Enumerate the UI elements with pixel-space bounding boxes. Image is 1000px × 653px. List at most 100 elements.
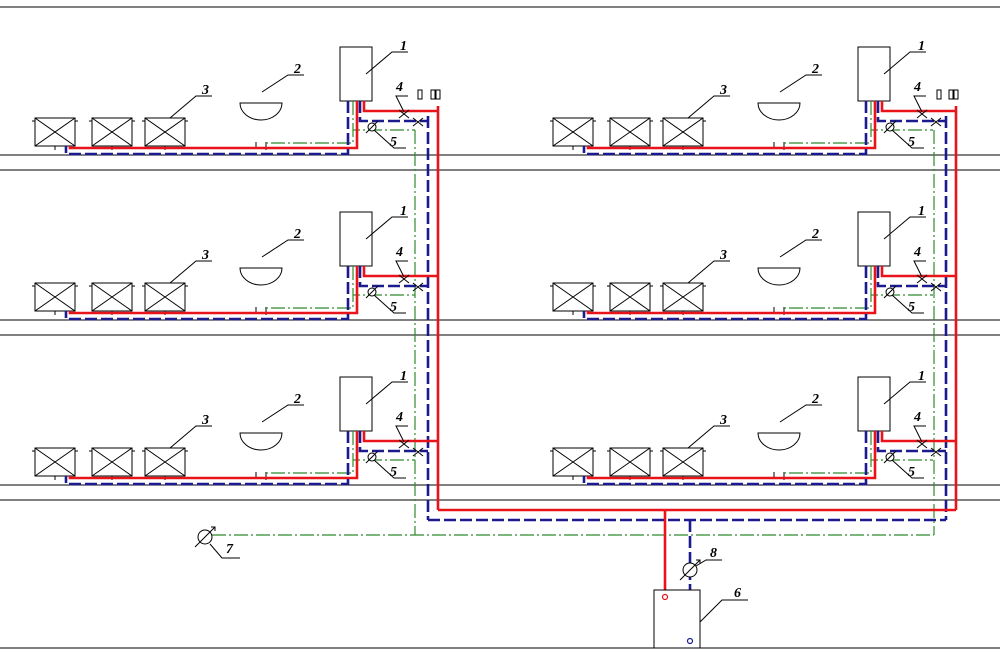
radiator-return-line [64, 431, 350, 486]
leader-sink [779, 404, 822, 423]
label-radiator: 3 [201, 83, 209, 98]
radiator-return-line [582, 266, 868, 321]
gas-valve-stroke [883, 285, 897, 299]
shutoff-valve-icon [916, 109, 928, 119]
boiler-unit [339, 46, 373, 102]
label-boiler: 1 [400, 39, 407, 54]
label-radiator: 3 [201, 413, 209, 428]
leader-gas-valve [373, 294, 406, 314]
gas-valve-stroke [365, 285, 379, 299]
leader-sink [261, 74, 304, 93]
radiator-supply-line [68, 101, 359, 150]
shutoff-valve-icon [930, 117, 942, 127]
boiler-room-box [653, 589, 701, 649]
boiler-return-pipe [876, 101, 946, 123]
air-vent-right-1 [936, 89, 942, 100]
label-radiator: 3 [719, 248, 727, 263]
gas-valve-stroke [883, 120, 897, 134]
radiator-return-line [582, 431, 868, 486]
shutoff-valve-icon [916, 274, 928, 284]
label-gas-valve: 5 [390, 300, 397, 315]
radiator-cross-icon [144, 282, 186, 312]
air-vent-left-3 [435, 89, 441, 100]
leader-gas-meter [209, 543, 240, 559]
leader-boiler [365, 381, 408, 405]
leader-gas-valve [891, 129, 924, 149]
radiator-supply-line [586, 101, 877, 150]
radiator-supply-line [586, 431, 877, 480]
label-sink: 2 [811, 62, 819, 77]
air-vent-left-2 [430, 89, 436, 100]
boiler-return-pipe [358, 266, 428, 288]
leader-boiler [365, 51, 408, 75]
radiator-cross-icon [609, 282, 651, 312]
leader-sink [261, 239, 304, 258]
label-boiler: 1 [918, 39, 925, 54]
shutoff-valve-icon [412, 282, 424, 292]
radiator-cross-icon [662, 282, 704, 312]
air-vent-right-3 [953, 89, 959, 100]
leader-sink [779, 74, 822, 93]
leader-radiator [687, 95, 730, 119]
sink-bowl-icon [757, 102, 801, 121]
air-vent-left-1 [417, 89, 423, 100]
shutoff-valve-icon [916, 439, 928, 449]
gas-valve-stroke [365, 120, 379, 134]
shutoff-valve-icon [930, 282, 942, 292]
boiler-gas-pipe [266, 266, 415, 309]
radiator-return-line [64, 101, 350, 156]
boiler-supply-pipe [880, 101, 956, 113]
boiler-unit [857, 376, 891, 432]
boiler-supply-pipe [362, 266, 438, 278]
radiator-cross-icon [662, 117, 704, 147]
label-radiator: 3 [719, 413, 727, 428]
leader-gas-valve [891, 459, 924, 479]
boiler-unit [339, 376, 373, 432]
label-valve: 4 [913, 410, 921, 425]
label-valve: 4 [395, 245, 403, 260]
radiator-cross-icon [91, 447, 133, 477]
shutoff-valve-icon [398, 109, 410, 119]
label-sink: 2 [293, 227, 301, 242]
radiator-cross-icon [552, 282, 594, 312]
boiler-unit [857, 46, 891, 102]
radiator-supply-line [68, 431, 359, 480]
leader-radiator [169, 95, 212, 119]
leader-valve [395, 95, 408, 113]
boiler-return-pipe [358, 431, 428, 453]
boiler-gas-pipe [266, 101, 415, 144]
boiler-supply-pipe [880, 266, 956, 278]
boiler-unit [857, 211, 891, 267]
radiator-supply-line [68, 266, 359, 315]
boiler-gas-pipe [266, 431, 415, 474]
leader-gas-valve [373, 129, 406, 149]
radiator-cross-icon [609, 117, 651, 147]
shutoff-valve-icon [398, 274, 410, 284]
leader-radiator [169, 260, 212, 284]
shutoff-valve-icon [398, 439, 410, 449]
radiator-return-line [582, 101, 868, 156]
label-boiler: 1 [400, 204, 407, 219]
leader-radiator [687, 425, 730, 449]
boiler-supply-pipe [362, 431, 438, 443]
building-structure [0, 6, 1000, 649]
label-sink: 2 [293, 392, 301, 407]
boiler-gas-pipe [784, 101, 933, 144]
label-valve: 4 [395, 410, 403, 425]
leader-boiler [365, 216, 408, 240]
radiator-cross-icon [34, 447, 76, 477]
air-vent-right-2 [948, 89, 954, 100]
radiator-cross-icon [552, 447, 594, 477]
leader-boiler [883, 381, 926, 405]
radiator-cross-icon [91, 282, 133, 312]
leader-boiler [883, 216, 926, 240]
boiler-return-pipe [876, 266, 946, 288]
